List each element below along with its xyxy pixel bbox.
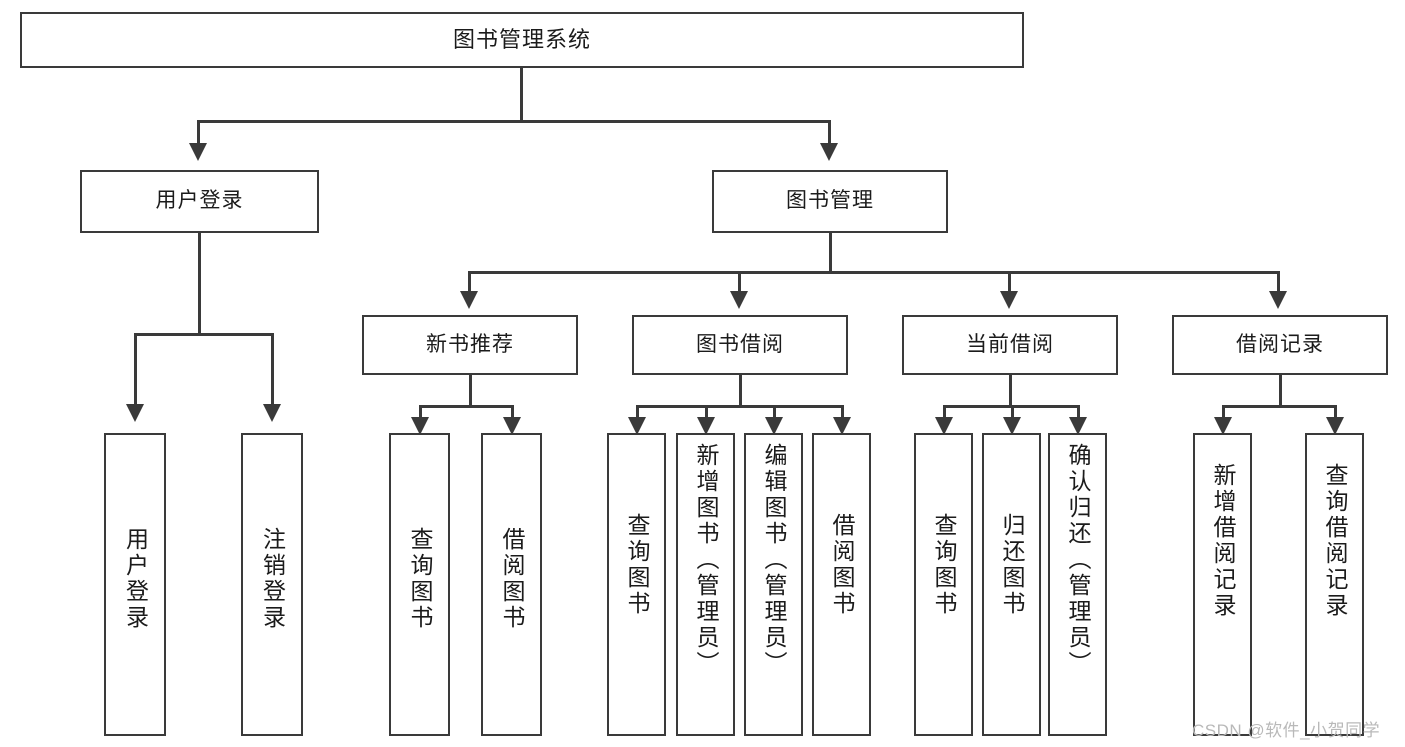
connector-book-borrow-bus bbox=[636, 405, 844, 408]
node-leaf-user-login[interactable]: 用户登录 bbox=[104, 433, 166, 736]
node-leaf-borrow-book-2-label: 借阅图书 bbox=[829, 513, 855, 617]
connector-borrow-record-stem bbox=[1279, 375, 1282, 407]
node-root-system-label: 图书管理系统 bbox=[452, 27, 591, 53]
node-book-management[interactable]: 图书管理 bbox=[712, 170, 948, 233]
arrowhead-leaf-return-book bbox=[1003, 417, 1021, 435]
connector-user-login-drop-2 bbox=[271, 333, 274, 405]
connector-to-book-borrow bbox=[738, 271, 741, 293]
node-book-borrow-label: 图书借阅 bbox=[696, 332, 784, 356]
arrowhead-leaf-borrow-book-2 bbox=[833, 417, 851, 435]
connector-br-drop-1 bbox=[1222, 405, 1225, 419]
connector-cb-drop-2 bbox=[1011, 405, 1014, 419]
node-leaf-confirm-return-label: 确认归还（管理员） bbox=[1065, 443, 1091, 677]
node-user-login-label: 用户登录 bbox=[155, 189, 244, 213]
node-book-borrow[interactable]: 图书借阅 bbox=[632, 315, 848, 375]
node-leaf-query-book-1[interactable]: 查询图书 bbox=[389, 433, 450, 736]
node-new-book-recommend-label: 新书推荐 bbox=[426, 332, 514, 356]
node-leaf-query-record-label: 查询借阅记录 bbox=[1322, 463, 1348, 619]
connector-bb-drop-4 bbox=[841, 405, 844, 419]
node-leaf-add-book-label: 新增图书（管理员） bbox=[693, 443, 719, 677]
node-leaf-query-book-1-label: 查询图书 bbox=[407, 527, 433, 631]
node-leaf-confirm-return[interactable]: 确认归还（管理员） bbox=[1048, 433, 1107, 736]
node-leaf-borrow-book-1-label: 借阅图书 bbox=[499, 527, 525, 631]
node-leaf-add-book[interactable]: 新增图书（管理员） bbox=[676, 433, 735, 736]
connector-level3-bus bbox=[468, 271, 1280, 274]
arrowhead-leaf-add-book bbox=[697, 417, 715, 435]
node-new-book-recommend[interactable]: 新书推荐 bbox=[362, 315, 578, 375]
connector-to-borrow-record bbox=[1277, 271, 1280, 293]
connector-to-new-book-recommend bbox=[468, 271, 471, 293]
connector-nbr-drop-1 bbox=[419, 405, 422, 419]
node-root-system[interactable]: 图书管理系统 bbox=[20, 12, 1024, 68]
node-leaf-query-book-2-label: 查询图书 bbox=[624, 513, 650, 617]
node-borrow-record-label: 借阅记录 bbox=[1236, 332, 1324, 356]
node-current-borrow-label: 当前借阅 bbox=[966, 332, 1054, 356]
connector-to-book-management bbox=[828, 120, 831, 146]
node-leaf-return-book[interactable]: 归还图书 bbox=[982, 433, 1041, 736]
arrowhead-leaf-confirm-return bbox=[1069, 417, 1087, 435]
arrowhead-to-current-borrow bbox=[1000, 291, 1018, 309]
connector-to-user-login bbox=[197, 120, 200, 146]
connector-current-borrow-stem bbox=[1009, 375, 1012, 407]
connector-borrow-record-bus bbox=[1222, 405, 1337, 408]
node-leaf-query-book-2[interactable]: 查询图书 bbox=[607, 433, 666, 736]
connector-new-book-recommend-bus bbox=[419, 405, 514, 408]
arrowhead-leaf-query-record bbox=[1326, 417, 1344, 435]
node-leaf-add-record[interactable]: 新增借阅记录 bbox=[1193, 433, 1252, 736]
connector-br-drop-2 bbox=[1334, 405, 1337, 419]
connector-bb-drop-2 bbox=[705, 405, 708, 419]
node-leaf-query-book-3[interactable]: 查询图书 bbox=[914, 433, 973, 736]
connector-nbr-drop-2 bbox=[511, 405, 514, 419]
node-leaf-add-record-label: 新增借阅记录 bbox=[1210, 463, 1236, 619]
node-leaf-borrow-book-1[interactable]: 借阅图书 bbox=[481, 433, 542, 736]
arrowhead-leaf-add-record bbox=[1214, 417, 1232, 435]
connector-level2-bus bbox=[197, 120, 831, 123]
node-leaf-user-login-label: 用户登录 bbox=[122, 527, 149, 631]
arrowhead-leaf-borrow-book-1 bbox=[503, 417, 521, 435]
node-leaf-query-record[interactable]: 查询借阅记录 bbox=[1305, 433, 1364, 736]
node-borrow-record[interactable]: 借阅记录 bbox=[1172, 315, 1388, 375]
connector-bb-drop-3 bbox=[773, 405, 776, 419]
node-leaf-query-book-3-label: 查询图书 bbox=[931, 513, 957, 617]
arrowhead-to-borrow-record bbox=[1269, 291, 1287, 309]
node-leaf-logout[interactable]: 注销登录 bbox=[241, 433, 303, 736]
arrowhead-leaf-query-book-2 bbox=[628, 417, 646, 435]
arrowhead-leaf-query-book-1 bbox=[411, 417, 429, 435]
connector-new-book-recommend-stem bbox=[469, 375, 472, 407]
node-leaf-logout-label: 注销登录 bbox=[259, 527, 286, 631]
arrowhead-leaf-user-login bbox=[126, 404, 144, 422]
arrowhead-leaf-logout bbox=[263, 404, 281, 422]
node-leaf-edit-book[interactable]: 编辑图书（管理员） bbox=[744, 433, 803, 736]
connector-cb-drop-1 bbox=[943, 405, 946, 419]
connector-root-stem bbox=[520, 68, 523, 122]
arrowhead-leaf-edit-book bbox=[765, 417, 783, 435]
node-user-login[interactable]: 用户登录 bbox=[80, 170, 319, 233]
connector-user-login-bus bbox=[134, 333, 274, 336]
arrowhead-to-book-borrow bbox=[730, 291, 748, 309]
node-leaf-return-book-label: 归还图书 bbox=[999, 513, 1025, 617]
connector-bb-drop-1 bbox=[636, 405, 639, 419]
node-book-management-label: 图书管理 bbox=[786, 189, 874, 213]
arrowhead-leaf-query-book-3 bbox=[935, 417, 953, 435]
connector-user-login-stem bbox=[198, 233, 201, 335]
node-current-borrow[interactable]: 当前借阅 bbox=[902, 315, 1118, 375]
arrowhead-to-new-book-recommend bbox=[460, 291, 478, 309]
arrowhead-to-user-login bbox=[189, 143, 207, 161]
connector-book-borrow-stem bbox=[739, 375, 742, 407]
connector-book-management-stem bbox=[829, 233, 832, 273]
connector-cb-drop-3 bbox=[1077, 405, 1080, 419]
arrowhead-to-book-management bbox=[820, 143, 838, 161]
node-leaf-edit-book-label: 编辑图书（管理员） bbox=[761, 443, 787, 677]
connector-user-login-drop-1 bbox=[134, 333, 137, 405]
node-leaf-borrow-book-2[interactable]: 借阅图书 bbox=[812, 433, 871, 736]
connector-to-current-borrow bbox=[1008, 271, 1011, 293]
